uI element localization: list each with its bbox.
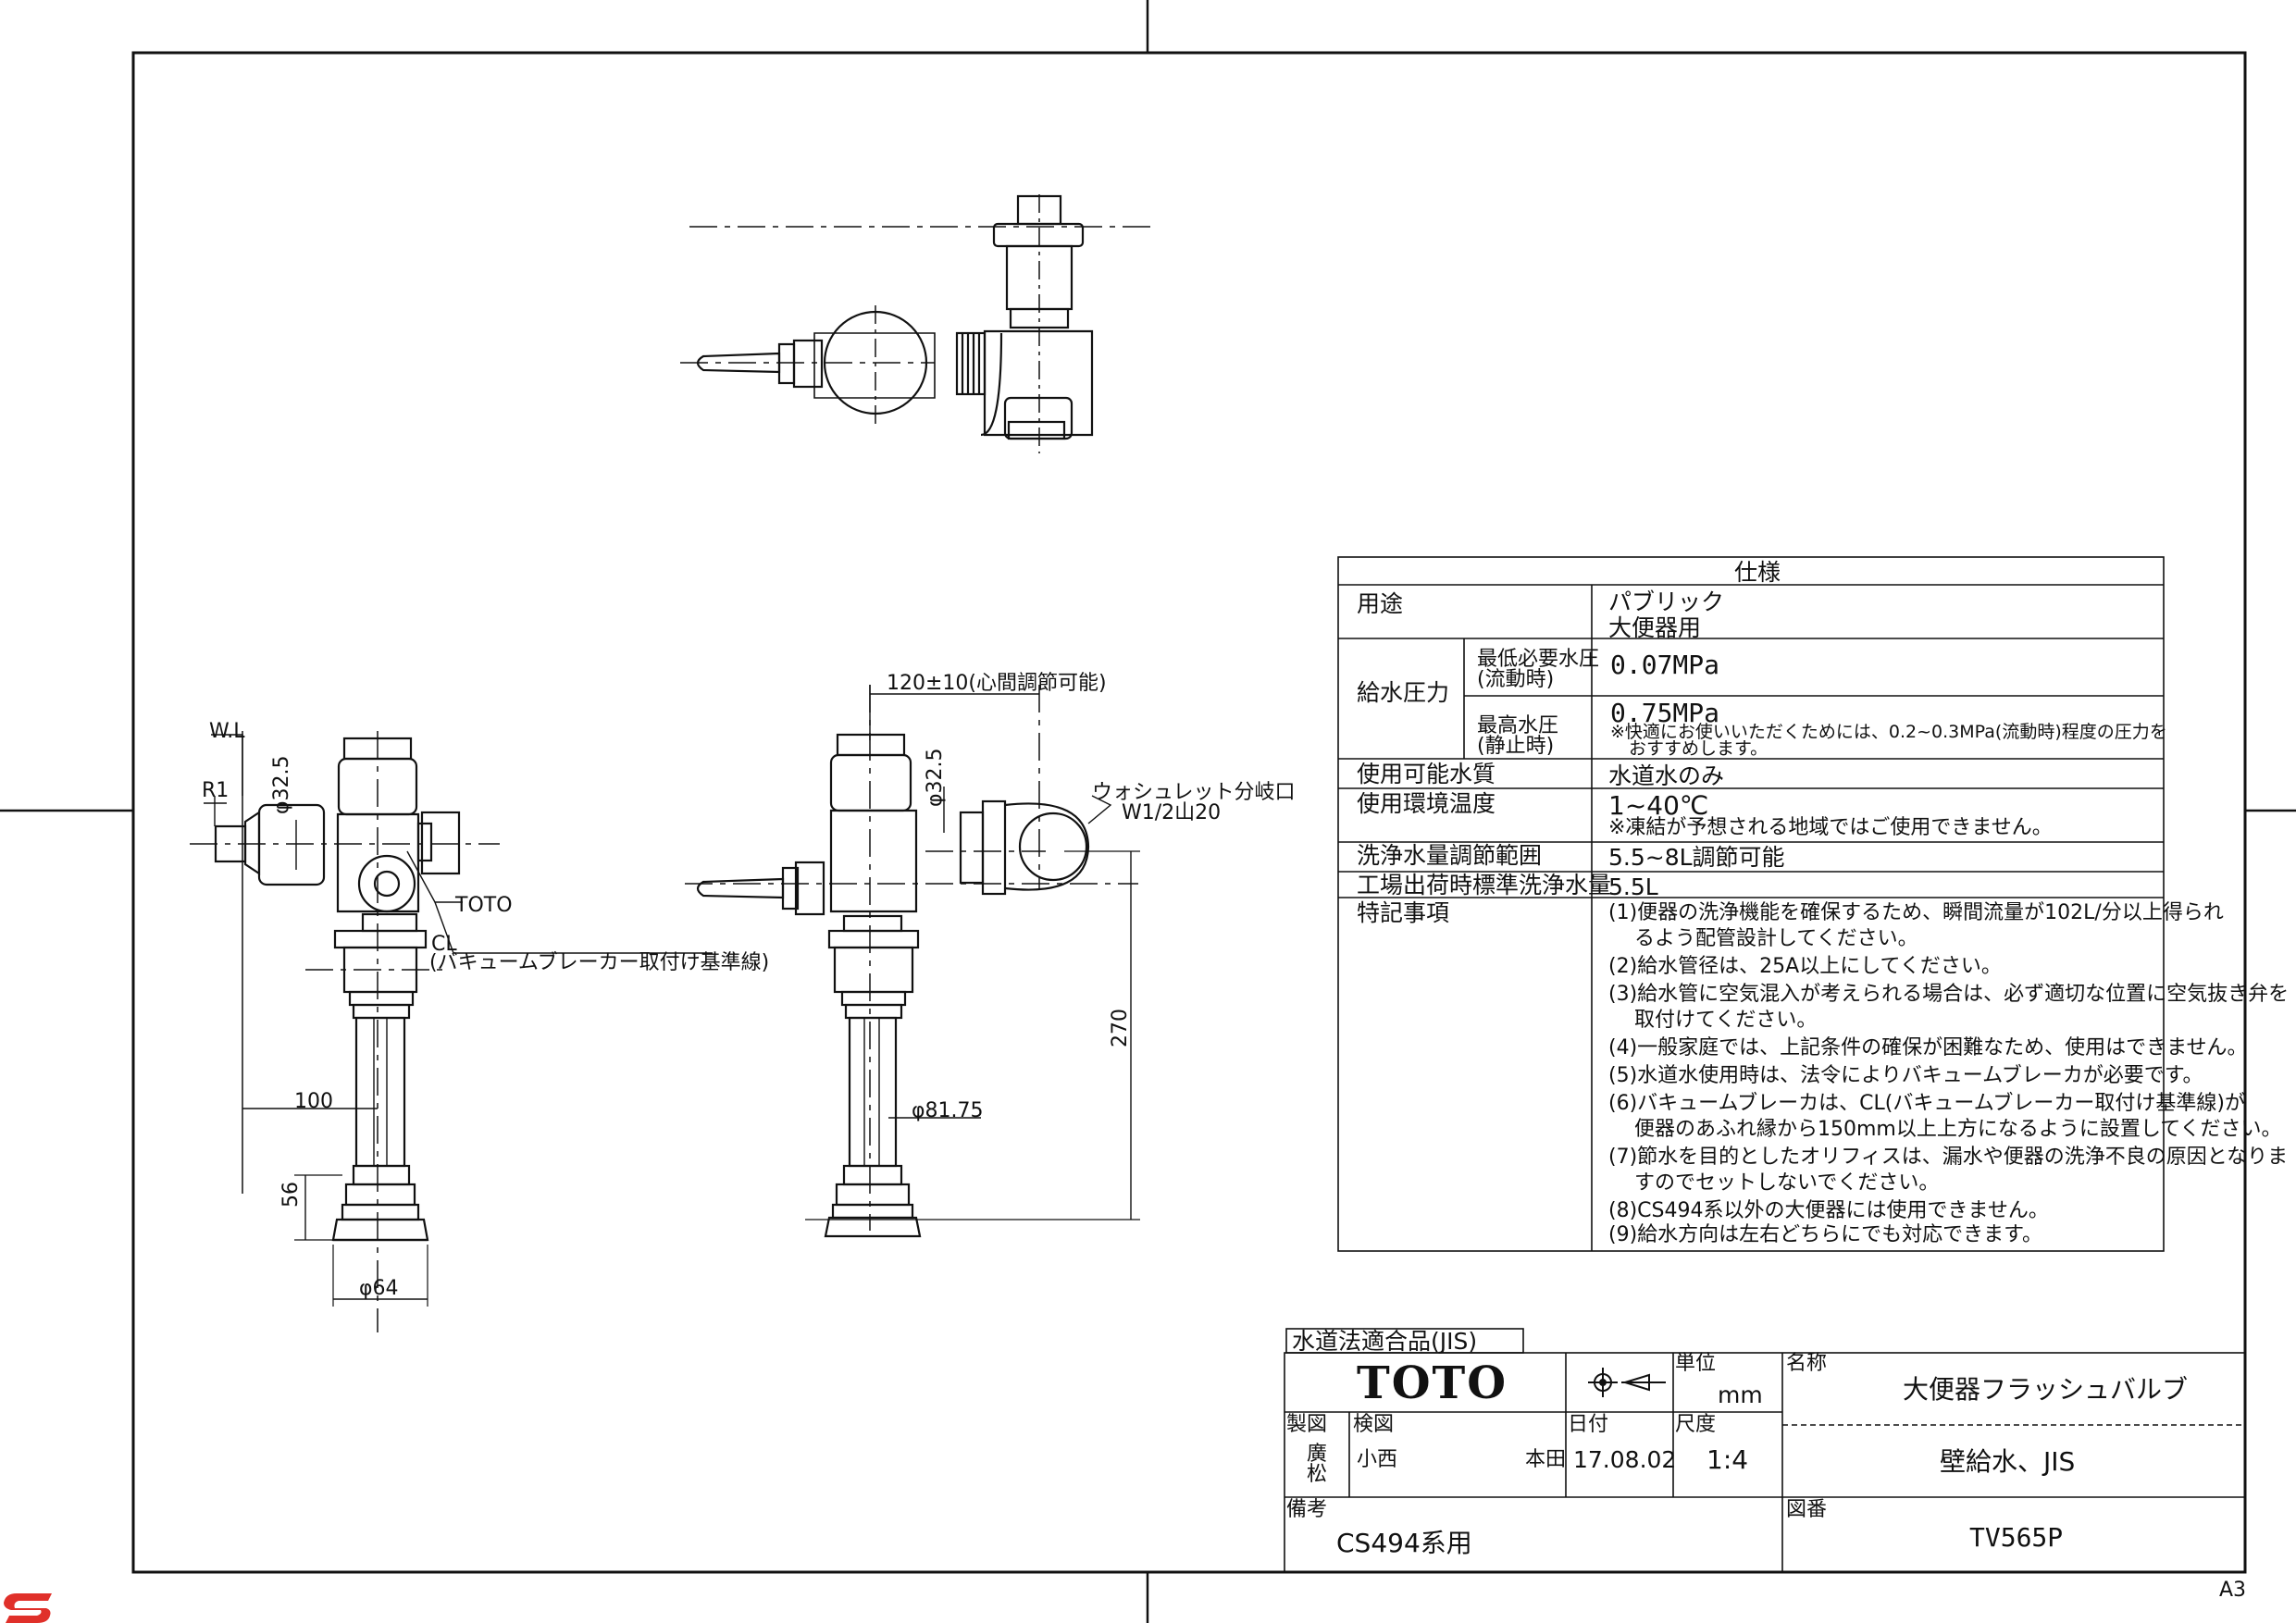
max-pressure-note-2: おすすめします。	[1629, 738, 1769, 759]
checked-value-1: 小西	[1357, 1448, 1398, 1471]
unit-label: 単位	[1675, 1352, 1717, 1375]
note-line: (1)便器の洗浄機能を確保するため、瞬間流量が102L/分以上得られ	[1608, 901, 2224, 924]
max-pressure-value: 0.75MPa	[1610, 698, 1720, 728]
washlet-thread: W1/2山20	[1122, 801, 1222, 824]
note-line: (7)節水を目的としたオリフィスは、漏水や便器の洗浄不良の原因となりま	[1608, 1146, 2289, 1169]
temp-note: ※凍結が予想される地域ではご使用できません。	[1608, 816, 2053, 839]
cl-label: CL	[431, 933, 457, 956]
max-pressure-note-1: ※快適にお使いいただくためには、0.2~0.3MPa(流動時)程度の圧力を	[1610, 722, 2167, 742]
note-line: (9)給水方向は左右どちらにでも対応できます。	[1608, 1223, 2042, 1246]
use-value-1: パブリック	[1608, 588, 1725, 615]
toto-logo: TOTO	[1357, 1357, 1508, 1409]
date-value: 17.08.02	[1573, 1446, 1677, 1473]
scale-label: 尺度	[1675, 1413, 1717, 1436]
temp-label: 使用環境温度	[1357, 790, 1496, 817]
spec-table-grid	[1337, 556, 2165, 1252]
water-quality-value: 水道水のみ	[1608, 762, 1725, 789]
use-value-2: 大便器用	[1608, 614, 1702, 641]
note-line: (5)水道水使用時は、法令によりバキュームブレーカが必要です。	[1608, 1064, 2203, 1087]
min-pressure-label: 最低必要水圧	[1477, 648, 1600, 671]
drawn-value-1: 廣	[1307, 1443, 1328, 1466]
wl-label: W.L	[209, 720, 245, 743]
top-view	[680, 194, 1157, 453]
note-line: (2)給水管径は、25A以上にしてください。	[1608, 955, 2002, 978]
drawing-no-label: 図番	[1786, 1498, 1828, 1521]
phi32-label-front: φ32.5	[270, 755, 293, 815]
factory-volume-value: 5.5L	[1608, 873, 1658, 900]
spec-table: 仕様 用途 パブリック 大便器用 給水圧力 最低必要水圧 (流動時) 0.07M…	[1338, 557, 2289, 1251]
dim-270: 270	[1109, 1009, 1132, 1047]
side-view	[685, 685, 1140, 1238]
dim-100: 100	[294, 1090, 333, 1113]
max-pressure-sub: (静止時)	[1477, 735, 1555, 758]
r1-label: R1	[202, 779, 230, 802]
drawn-value-2: 松	[1307, 1463, 1328, 1486]
note-line: 便器のあふれ縁から150mm以上上方になるように設置してください。	[1634, 1118, 2282, 1141]
drawn-label: 製図	[1286, 1413, 1328, 1436]
drawing-no-value: TV565P	[1969, 1522, 2064, 1553]
dim-phi81: φ81.75	[912, 1099, 984, 1122]
temp-value: 1~40℃	[1608, 790, 1709, 821]
name-value: 大便器フラッシュバルブ	[1903, 1374, 2189, 1405]
phi32-label-side: φ32.5	[924, 748, 947, 808]
title-block-grid	[1284, 1328, 2246, 1573]
note-line: 取付けてください。	[1634, 1009, 1818, 1032]
max-pressure-label: 最高水圧	[1477, 714, 1559, 737]
pressure-label: 給水圧力	[1357, 679, 1450, 706]
flush-range-label: 洗浄水量調節範囲	[1357, 842, 1543, 869]
note-line: るよう配管設計してください。	[1634, 927, 1918, 950]
sheet-size: A3	[2219, 1579, 2247, 1602]
flush-range-value: 5.5~8L調節可能	[1608, 844, 1785, 871]
note-line: (6)バキュームブレーカは、CL(バキュームブレーカー取付け基準線)が	[1608, 1092, 2245, 1115]
front-view	[190, 731, 713, 1332]
unit-value: mm	[1718, 1381, 1763, 1408]
checked-label: 検図	[1353, 1413, 1395, 1436]
sub-name: 壁給水、JIS	[1940, 1446, 2076, 1477]
name-label: 名称	[1786, 1352, 1828, 1375]
note-line: (3)給水管に空気混入が考えられる場合は、必ず適切な位置に空気抜き弁を	[1608, 983, 2290, 1006]
use-label: 用途	[1357, 590, 1404, 617]
date-label: 日付	[1568, 1413, 1609, 1436]
corner-logo-mark	[4, 1593, 52, 1623]
note-line: (8)CS494系以外の大便器には使用できません。	[1608, 1199, 2049, 1222]
remarks-label: 備考	[1286, 1498, 1328, 1521]
washlet-label: ウォシュレット分岐口	[1092, 781, 1296, 804]
spec-title: 仕様	[1734, 559, 1781, 586]
projection-symbol	[1588, 1368, 1666, 1397]
title-block: 水道法適合品(JIS) TOTO 単位 mm 名称 大便器フラッシュバルブ 壁給…	[1285, 1328, 2245, 1571]
note-line: すのでセットしないでください。	[1634, 1171, 1940, 1195]
toto-label: TOTO	[455, 894, 513, 917]
factory-volume-label: 工場出荷時標準洗浄水量	[1357, 872, 1612, 898]
cl-note: (バキュームブレーカー取付け基準線)	[429, 951, 770, 974]
dim-56: 56	[279, 1182, 303, 1208]
min-pressure-value: 0.07MPa	[1610, 650, 1720, 680]
dim-phi64: φ64	[359, 1277, 399, 1300]
note-line: (4)一般家庭では、上記条件の確保が困難なため、使用はできません。	[1608, 1036, 2248, 1059]
scale-value: 1:4	[1706, 1444, 1749, 1475]
remarks-value: CS494系用	[1336, 1528, 1472, 1558]
dim-120: 120±10(心間調節可能)	[887, 672, 1107, 695]
min-pressure-sub: (流動時)	[1477, 668, 1555, 691]
drawing-frame	[131, 51, 2247, 1574]
notes-label: 特記事項	[1357, 899, 1450, 926]
checked-value-2: 本田	[1525, 1448, 1567, 1471]
jis-tag: 水道法適合品(JIS)	[1292, 1328, 1478, 1355]
water-quality-label: 使用可能水質	[1357, 761, 1496, 787]
